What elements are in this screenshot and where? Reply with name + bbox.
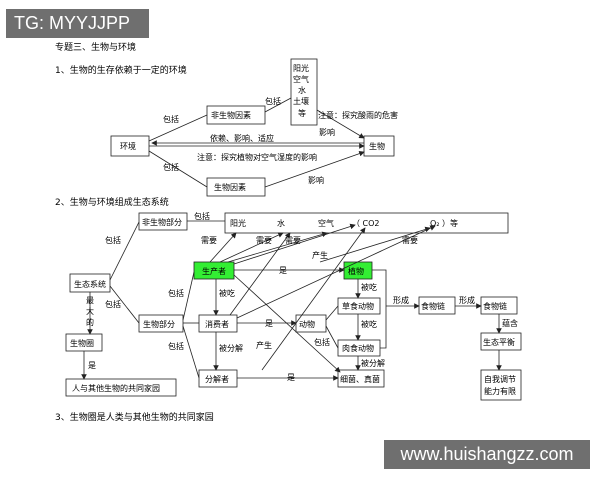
living-part-box (138, 314, 184, 333)
is-label-plants: 是 (279, 266, 287, 275)
note-humidity: 注意：探究植物对空气湿度的影响 (197, 152, 317, 162)
resources-box (224, 212, 509, 234)
biosphere-label: 生物圈 (70, 338, 94, 348)
organism-label: 生物 (369, 141, 385, 151)
producer-box (193, 261, 235, 280)
common-home-box (65, 378, 177, 397)
eaten-label-3: 被吃 (361, 319, 377, 329)
living-part-label: 生物部分 (143, 319, 175, 329)
page-heading: 专题三、生物与环境 (55, 41, 136, 53)
decomposed-label-1: 被分解 (219, 343, 243, 353)
abiotic-factors-box (290, 58, 318, 126)
include-label-3: 包括 (265, 96, 281, 106)
need-label-1: 需要 (201, 236, 217, 245)
is-label-biosphere: 是 (88, 361, 96, 370)
carnivores-label: 肉食动物 (342, 343, 374, 353)
include-label-2: 包括 (163, 162, 179, 172)
animals-label: 动物 (299, 319, 315, 329)
factor-water: 水 (298, 85, 306, 95)
include-label-1: 包括 (163, 114, 179, 124)
influence-label-1: 影响 (319, 127, 335, 137)
food-web-label: 食物链 (483, 301, 507, 311)
microbes-label: 细菌、真菌 (340, 374, 380, 384)
self-regulation-line-2: 能力有限 (484, 386, 516, 396)
consumer-label: 消费者 (205, 319, 229, 329)
nonliving-part-box (138, 212, 188, 231)
include-label-a: 包括 (105, 235, 121, 245)
self-regulation-line-1: 自我调节 (484, 374, 516, 384)
need-label-2: 需要 (256, 236, 272, 245)
need-label-4: 需要 (402, 236, 418, 245)
largest-char-2: 大 (86, 306, 94, 316)
herbivores-label: 草食动物 (342, 301, 374, 311)
include-label-c: 包括 (194, 211, 210, 221)
section-1-title: 1、生物的生存依赖于一定的环境 (55, 64, 187, 76)
contains-label: 蕴含 (502, 318, 518, 328)
produce-label-2: 产生 (256, 340, 272, 350)
abiotic-label: 非生物因素 (211, 110, 251, 120)
section-3-title: 3、生物圈是人类与其他生物的共同家园 (55, 411, 214, 423)
biotic-label: 生物因素 (214, 182, 246, 192)
section-2-title: 2、生物与环境组成生态系统 (55, 196, 169, 208)
influence-label-2: 影响 (308, 175, 324, 185)
include-label-e: 包括 (168, 341, 184, 351)
ecological-balance-label: 生态平衡 (483, 337, 515, 347)
factor-sun: 阳光 (293, 63, 309, 73)
ecosystem-label: 生态系统 (74, 279, 106, 289)
is-label-microbes: 是 (287, 373, 295, 382)
eaten-label-2: 被吃 (361, 282, 377, 292)
common-home-label: 人与其他生物的共同家园 (72, 383, 160, 393)
form-label-2: 形成 (459, 295, 475, 305)
decomposed-label-2: 被分解 (361, 358, 385, 368)
decomposer-label: 分解者 (205, 374, 229, 384)
producer-label: 生产者 (202, 266, 226, 276)
need-label-3: 需要 (285, 236, 301, 245)
plants-label: 植物 (348, 266, 364, 276)
largest-char-1: 最 (86, 296, 94, 305)
include-label-d: 包括 (168, 288, 184, 298)
resource-o2: O₂ ）等 (430, 218, 458, 228)
factor-soil: 土壤 (293, 96, 309, 106)
watermark-top: TG: MYYJJPP (6, 9, 149, 38)
largest-char-3: 的 (86, 317, 94, 327)
produce-label-1: 产生 (312, 250, 328, 260)
resource-co2: （ CO2 (352, 219, 380, 228)
include-label-b: 包括 (105, 299, 121, 309)
resource-water: 水 (277, 218, 285, 228)
form-label-1: 形成 (393, 295, 409, 305)
factor-air: 空气 (293, 74, 309, 84)
nonliving-part-label: 非生物部分 (142, 217, 182, 227)
food-chain-label: 食物链 (421, 301, 445, 311)
relation-label: 依赖、影响、适应 (210, 133, 274, 143)
resource-air: 空气 (318, 218, 334, 228)
note-acid-rain: 注意：探究酸雨的危害 (318, 110, 398, 120)
is-label-animals: 是 (265, 319, 273, 328)
factor-etc: 等 (298, 108, 306, 118)
eaten-label-1: 被吃 (219, 288, 235, 298)
include-label-f: 包括 (314, 337, 330, 347)
watermark-bottom: www.huishangzz.com (384, 440, 590, 469)
environment-label: 环境 (120, 141, 136, 151)
resource-sun: 阳光 (230, 218, 246, 228)
